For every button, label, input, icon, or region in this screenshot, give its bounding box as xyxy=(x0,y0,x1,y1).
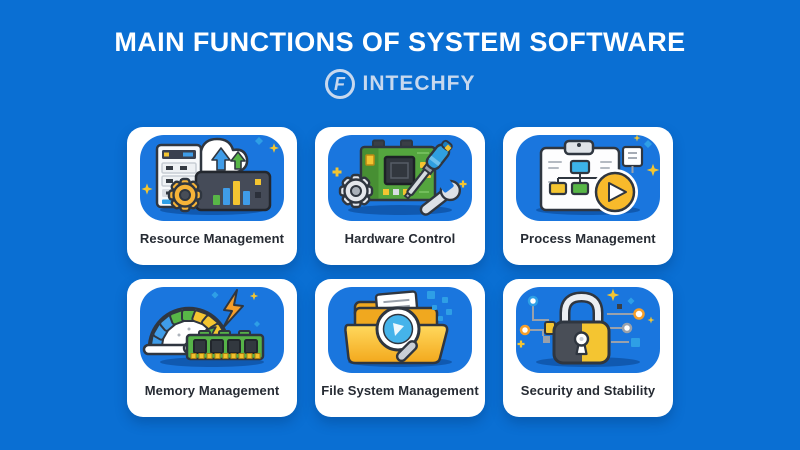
card-label: Hardware Control xyxy=(344,231,456,247)
card-label: Resource Management xyxy=(139,231,285,247)
card-label: Memory Management xyxy=(144,383,280,399)
folder-magnifier-icon xyxy=(321,284,479,379)
card-security-and-stability: Security and Stability xyxy=(503,279,673,418)
page-title: MAIN FUNCTIONS OF SYSTEM SOFTWARE xyxy=(114,27,686,57)
speedometer-ram-lightning-icon xyxy=(133,284,291,379)
intechfy-f-circle-icon: F xyxy=(324,69,355,100)
card-hardware-control: Hardware Control xyxy=(315,127,485,266)
logo-letter: F xyxy=(334,74,345,95)
brand-logo: F INTECHFY xyxy=(0,69,800,100)
clipboard-flowchart-play-icon xyxy=(509,132,667,227)
circuit-board-screwdriver-wrench-icon xyxy=(321,132,479,227)
brand-name: INTECHFY xyxy=(362,72,476,96)
poster: MAIN FUNCTIONS OF SYSTEM SOFTWARE F INTE… xyxy=(0,28,800,450)
server-cloud-gear-chart-icon xyxy=(133,132,291,227)
padlock-circuit-icon xyxy=(509,284,667,379)
card-memory-management: Memory Management xyxy=(127,279,297,418)
card-label: Process Management xyxy=(520,231,656,247)
card-label: File System Management xyxy=(321,383,479,399)
card-resource-management: Resource Management xyxy=(127,127,297,266)
card-file-system-management: File System Management xyxy=(315,279,485,418)
card-process-management: Process Management xyxy=(503,127,673,266)
card-label: Security and Stability xyxy=(520,383,656,399)
cards-grid: Resource Management xyxy=(0,127,800,418)
